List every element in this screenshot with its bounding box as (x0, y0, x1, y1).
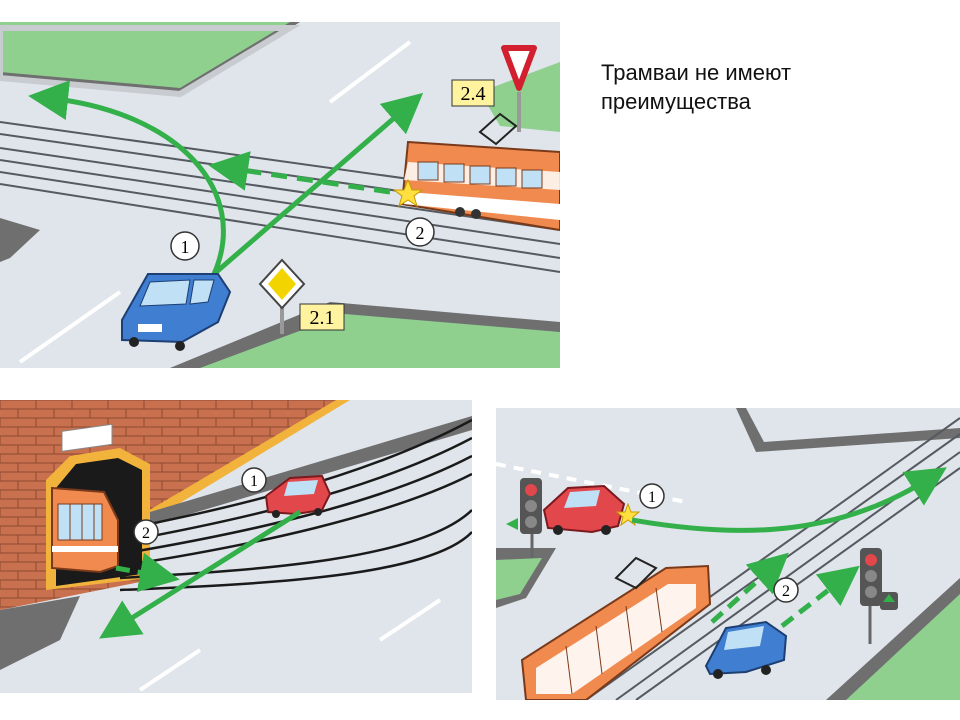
marker-2: 2 (133, 519, 159, 545)
tram-path-arrow (710, 552, 789, 624)
caption-text: Трамваи не имеют преимущества (601, 60, 792, 114)
car-path-arrow (631, 467, 947, 533)
priority-road-sign (258, 258, 306, 334)
marker-1-label: 1 (250, 473, 258, 490)
sign-2-1-plate: 2.1 (299, 303, 345, 331)
top-scene: 2.4 (0, 22, 560, 368)
marker-1-label: 1 (648, 489, 656, 506)
traffic-light-left (506, 478, 542, 558)
marker-2: 2 (405, 217, 435, 247)
stop-line (496, 462, 687, 504)
marker-1: 1 (639, 483, 665, 509)
car-straight-arrow (780, 565, 860, 628)
curb-left (0, 218, 40, 262)
tram-path-arrow (115, 552, 180, 593)
traffic-light-scene: 1 2 (496, 408, 960, 700)
yield-sign (501, 45, 537, 132)
blue-car (704, 620, 788, 679)
car-left-turn-arrow (28, 80, 226, 276)
red-car (542, 484, 626, 535)
sign-2-4-label: 2.4 (461, 83, 486, 105)
collision-star-icon (392, 178, 424, 208)
red-car (264, 474, 332, 518)
grass-bottom (200, 314, 560, 368)
lane-markings (138, 598, 442, 692)
marker-1: 1 (241, 467, 267, 493)
marker-2: 2 (773, 577, 799, 603)
marker-1-label: 1 (181, 237, 190, 257)
sign-2-1-label: 2.1 (310, 307, 335, 329)
curb-left (0, 596, 80, 670)
grass-top-left (0, 22, 290, 88)
tram (51, 486, 119, 574)
marker-2-label: 2 (142, 525, 150, 542)
marker-2-label: 2 (416, 223, 425, 243)
marker-2-label: 2 (782, 583, 790, 600)
lane-markings (18, 40, 412, 364)
marker-1: 1 (170, 231, 200, 261)
car-straight-arrow (212, 92, 424, 276)
car-path-arrow (99, 509, 302, 639)
sign-2-4-plate: 2.4 (451, 79, 495, 107)
tram (400, 112, 560, 232)
tram-path-arrow (208, 151, 391, 195)
traffic-light-right (860, 548, 898, 644)
tunnel-scene: 1 2 (0, 400, 472, 693)
tram (520, 556, 712, 700)
blue-car (121, 273, 232, 351)
